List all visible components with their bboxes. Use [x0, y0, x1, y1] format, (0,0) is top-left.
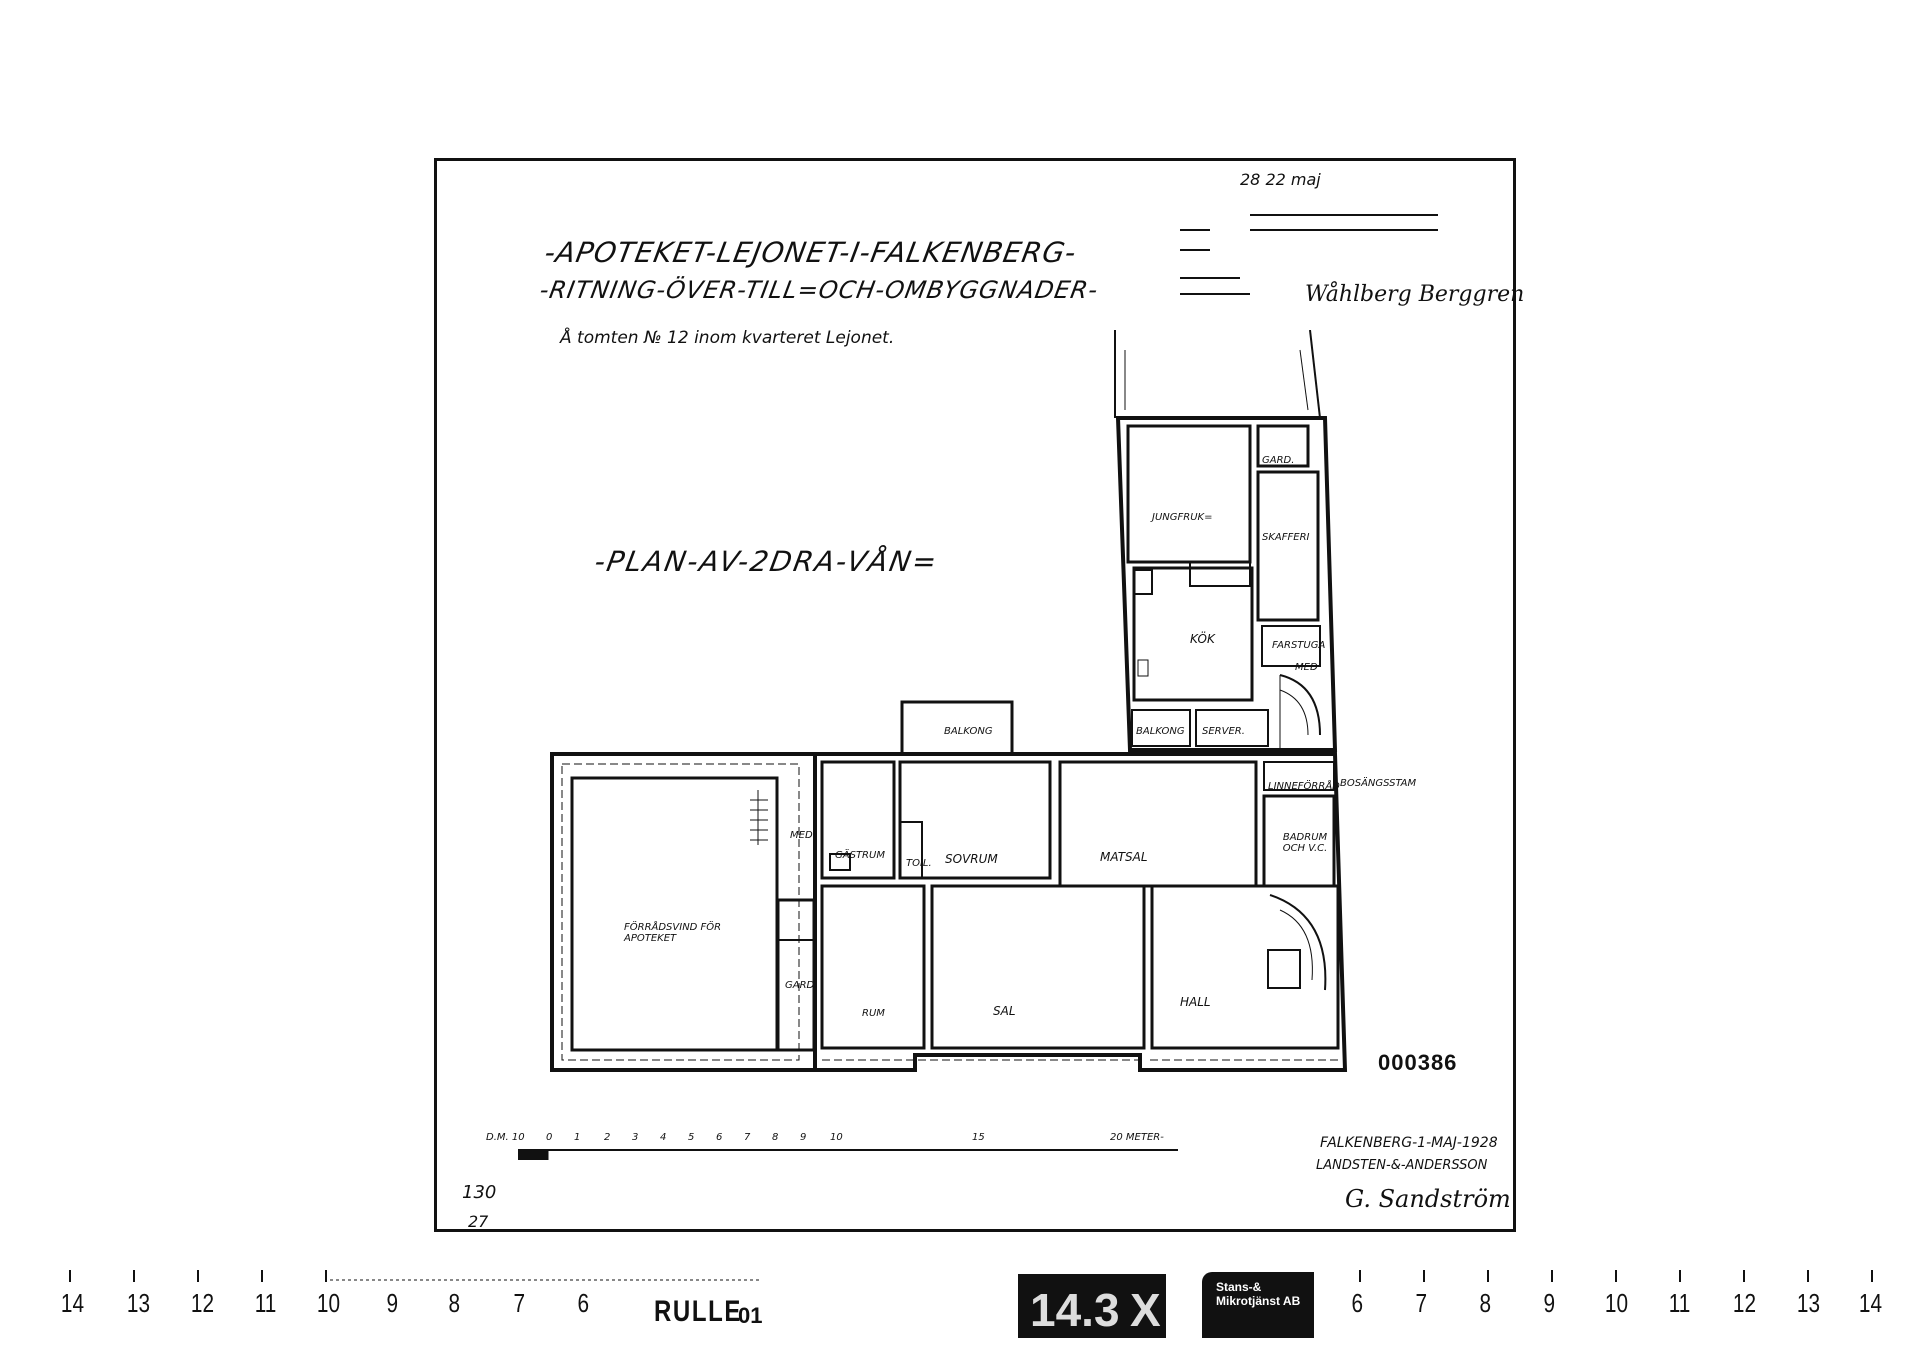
- scale-label-6: 6: [716, 1132, 723, 1143]
- ruler-right-11: 11: [1668, 1288, 1691, 1318]
- scale-label-3: 3: [632, 1132, 639, 1143]
- architects: LANDSTEN-&-ANDERSSON: [1316, 1158, 1488, 1173]
- room-farstuga: FARSTUGA: [1272, 640, 1326, 651]
- room-linneforrad: LINNEFÖRRÅD: [1268, 781, 1340, 792]
- scale-label-dm: D.M. 10: [486, 1132, 525, 1143]
- archive-number: 130: [462, 1182, 497, 1203]
- ruler-right-9: 9: [1543, 1288, 1556, 1318]
- approval-lines: [1180, 214, 1438, 295]
- room-forradsvind: FÖRRÅDSVIND FÖR APOTEKET: [624, 922, 722, 944]
- company-logo: [1202, 1272, 1314, 1338]
- room-badrum: BADRUM OCH V.C.: [1282, 832, 1328, 854]
- scale-label-5: 5: [688, 1132, 695, 1143]
- ruler-left-8: 8: [448, 1288, 461, 1318]
- frame-number-box: [1018, 1274, 1166, 1338]
- drawn-date: FALKENBERG-1-MAJ-1928: [1320, 1135, 1498, 1151]
- room-med: MED: [1295, 662, 1318, 673]
- company-name: Stans-& Mikrotjänst AB: [1216, 1280, 1301, 1308]
- scale-label-15: 15: [972, 1132, 985, 1143]
- ruler-left-11: 11: [254, 1288, 277, 1318]
- ruler-left-10: 10: [316, 1288, 341, 1318]
- room-rum: RUM: [862, 1008, 885, 1019]
- ruler-right-6: 6: [1351, 1288, 1364, 1318]
- room-gastrum: GÄSTRUM: [835, 850, 885, 861]
- room-gard-top: GARD.: [1262, 455, 1295, 466]
- ruler-right-14: 14: [1858, 1288, 1883, 1318]
- annotation-bosangsstam: BOSÄNGSSTAM: [1340, 778, 1417, 789]
- room-jungfrukammare: JUNGFRUK=: [1152, 512, 1213, 523]
- ruler-left-7: 7: [513, 1288, 526, 1318]
- rulle-label: RULLE: [654, 1295, 742, 1328]
- room-toilet: TOIL.: [906, 858, 932, 869]
- date-stamp: 28 22 maj: [1240, 170, 1321, 189]
- room-balkong-small: BALKONG: [1136, 726, 1185, 737]
- scale-label-9: 9: [800, 1132, 807, 1143]
- ruler-left-12: 12: [190, 1288, 215, 1318]
- room-gard-left: GARD: [785, 980, 815, 991]
- floor-plan: [550, 330, 1348, 1072]
- ruler-right-13: 13: [1796, 1288, 1821, 1318]
- signature-bottom: G. Sandström: [1345, 1185, 1511, 1213]
- ruler-right-12: 12: [1732, 1288, 1757, 1318]
- room-sal: SAL: [993, 1004, 1016, 1018]
- drawing-sheet: [434, 158, 1516, 1232]
- ruler-left-13: 13: [126, 1288, 151, 1318]
- ruler-left-9: 9: [386, 1288, 399, 1318]
- signature-top: Wåhlberg Berggren: [1305, 282, 1525, 307]
- drawing-title: -APOTEKET-LEJONET-I-FALKENBERG-: [542, 236, 1080, 269]
- room-balkong: BALKONG: [944, 726, 993, 737]
- scale-label-10: 10: [830, 1132, 843, 1143]
- ruler-left-6: 6: [577, 1288, 590, 1318]
- room-kok: KÖK: [1190, 632, 1215, 646]
- rulle-number: 01: [738, 1303, 763, 1328]
- ruler-right-10: 10: [1604, 1288, 1629, 1318]
- ruler-left-14: 14: [60, 1288, 85, 1318]
- scale-label-1: 1: [574, 1132, 581, 1143]
- scale-label-7: 7: [744, 1132, 751, 1143]
- scale-label-8: 8: [772, 1132, 779, 1143]
- film-ruler-ticks: [69, 1270, 1873, 1282]
- room-server: SERVER.: [1202, 726, 1245, 737]
- scale-label-0: 0: [546, 1132, 553, 1143]
- frame-number: 14.3: [1030, 1284, 1120, 1336]
- archive-sub-number: 27: [468, 1212, 489, 1231]
- scale-label-4: 4: [660, 1132, 667, 1143]
- room-hall: HALL: [1180, 995, 1211, 1009]
- room-sovrum: SOVRUM: [945, 852, 998, 866]
- plot-description: Å tomten № 12 inom kvarteret Lejonet.: [560, 328, 895, 348]
- scale-label-2: 2: [604, 1132, 611, 1143]
- scale-label-20: 20 METER-: [1110, 1132, 1164, 1143]
- frame-suffix: X: [1130, 1284, 1161, 1336]
- ruler-right-7: 7: [1415, 1288, 1428, 1318]
- scale-bar: [518, 1149, 1178, 1160]
- room-med-left: MED: [790, 830, 813, 841]
- room-matsal: MATSAL: [1100, 850, 1148, 864]
- drawing-subtitle: -RITNING-ÖVER-TILL=OCH-OMBYGGNADER-: [537, 276, 1101, 304]
- room-skafferi: SKAFFERI: [1262, 532, 1310, 543]
- sheet-number: 000386: [1378, 1050, 1458, 1075]
- ruler-right-8: 8: [1479, 1288, 1492, 1318]
